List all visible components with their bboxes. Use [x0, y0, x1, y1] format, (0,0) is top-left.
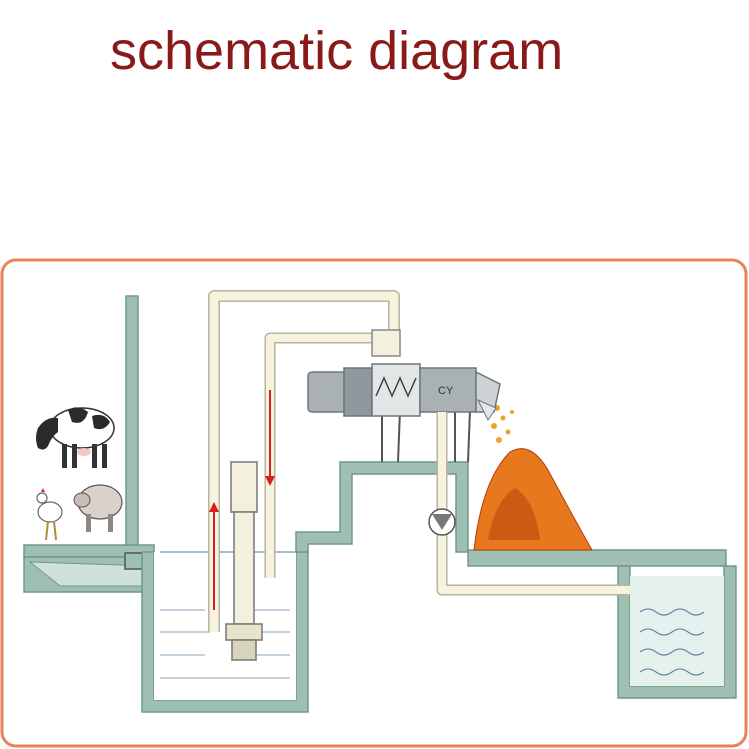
inlet-connector [371, 329, 401, 357]
diagram-title: schematic diagram [110, 21, 564, 81]
barn-platform [23, 295, 155, 593]
flow-arrows [209, 390, 275, 610]
falling-solids [491, 405, 514, 443]
separator-stand [381, 409, 471, 463]
discharge-valve-icon [428, 508, 456, 536]
cow-icon [36, 407, 115, 468]
separator-label: CY [438, 385, 454, 397]
chicken-icon [36, 488, 63, 541]
submersible-pump [225, 461, 263, 661]
pig-icon [73, 484, 123, 532]
stepped-wall [295, 461, 469, 553]
solids-platform [467, 549, 727, 567]
tank-waves [639, 608, 705, 676]
screw-press-separator: CY [307, 363, 501, 421]
